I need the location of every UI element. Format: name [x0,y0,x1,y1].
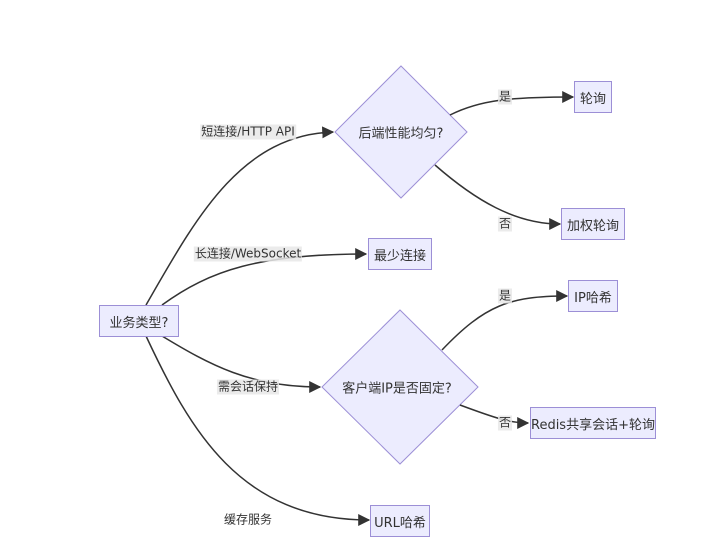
edge-short-conn [145,126,335,306]
edge-label-no-1: 否 [497,216,513,232]
edge-label-yes-1: 是 [497,89,513,105]
edge-cache [145,335,371,526]
edge-yes-2 [441,290,569,351]
decision-backend-shape [334,65,468,199]
edge-label-yes-2: 是 [497,288,513,304]
node-round-robin: 轮询 [574,81,612,113]
edge-label-session: 需会话保持 [216,379,280,395]
node-redis-session: Redis共享会话+轮询 [530,407,656,439]
edge-label-short-conn: 短连接/HTTP API [200,124,296,140]
edge-no-1 [434,164,562,230]
edge-label-cache: 缓存服务 [223,512,273,527]
decision-backend-label: 后端性能均匀? [358,126,444,142]
node-least-connections: 最少连接 [368,238,432,270]
node-start: 业务类型? [99,305,179,337]
decision-client-ip-label: 客户端IP是否固定? [342,381,452,397]
edge-label-no-2: 否 [497,415,513,431]
edge-no-2 [459,404,530,429]
node-ip-hash: IP哈希 [568,280,618,312]
edge-label-long-conn: 长连接/WebSocket [193,246,303,262]
node-weighted-round-robin: 加权轮询 [561,208,625,240]
edge-long-conn [161,248,368,306]
edge-session [161,335,322,393]
node-url-hash: URL哈希 [370,505,430,537]
decision-client-ip-shape [321,309,479,465]
